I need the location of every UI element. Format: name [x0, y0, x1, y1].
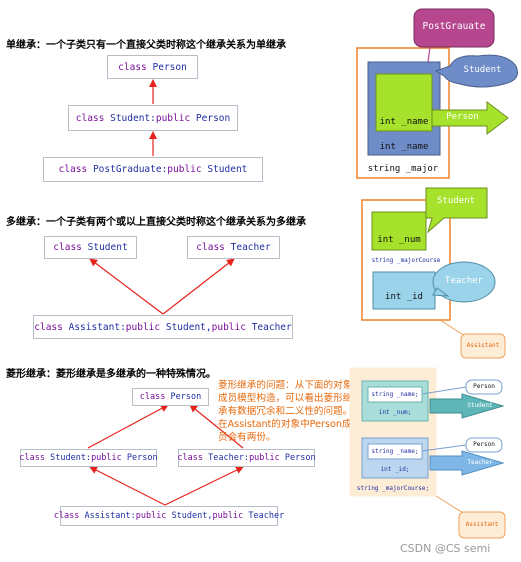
mem3-student-callout: Student: [467, 402, 493, 409]
multi-class-student-box: class Student: [44, 236, 137, 259]
multi-class-teacher-box: class Teacher: [187, 236, 280, 259]
watermark: CSDN @CS semi: [400, 542, 491, 555]
mem3-teacher-callout: Teacher: [467, 459, 493, 466]
person-arrow-label: Person: [446, 112, 479, 122]
mem3-major-course: string _majorCourse;: [356, 485, 430, 492]
arrow-assistant-to-teacher-d: [164, 466, 244, 506]
arrow-assistant-to-student: [89, 258, 164, 315]
arrow-student-to-person-d: [87, 404, 169, 449]
class-person-box: class Person: [107, 55, 198, 79]
mem3-int-num: int _num;: [378, 409, 412, 416]
arrow-assistant-to-student-d: [89, 466, 166, 506]
mem2-int-num: int _num: [377, 235, 421, 245]
diamond-problem-note: 菱形继承的问题：从下面的对象成员模型构造，可以看出菱形继承有数据冗余和二义性的问…: [218, 380, 353, 443]
postgrauate-tag-label: PostGrauate: [422, 21, 486, 32]
multi-class-assistant-box: class Assistant:public Student,public Te…: [33, 315, 293, 339]
mem1-int-name-1: int _name: [379, 117, 429, 127]
mem3-assistant-tag: Assistant: [465, 521, 499, 528]
arrow-assistant-to-teacher: [162, 258, 235, 315]
mem3-string-name-2: string _name;: [371, 448, 419, 455]
mem2-int-id: int _id: [385, 292, 423, 302]
heading-single-inheritance: 单继承：一个子类只有一个直接父类时称这个继承关系为单继承: [6, 40, 286, 51]
student-callout-label: Student: [463, 65, 502, 75]
mem2-student-callout: Student: [437, 196, 475, 206]
mem3-person-callout-1: Person: [473, 383, 495, 390]
mem1-string-major: string _major: [367, 164, 439, 174]
mem2-teacher-callout: Teacher: [445, 276, 483, 286]
diamond-class-student-box: class Student:public Person: [19, 449, 158, 467]
diamond-class-person-box: class Person: [132, 388, 209, 406]
arrow-teacher-to-person-d: [189, 404, 244, 449]
mem3-int-id: int _id;: [380, 466, 410, 473]
mem3-string-name-1: string _name;: [371, 391, 419, 398]
diamond-class-assistant-box: class Assistant:public Student,public Te…: [54, 506, 284, 526]
class-student-box: class Student:public Person: [68, 105, 238, 131]
mem1-int-name-2: int _name: [379, 142, 429, 152]
mem2-major-course: string _majorCourse: [371, 257, 441, 264]
heading-multiple-inheritance: 多继承：一个子类有两个或以上直接父类时称这个继承关系为多继承: [6, 217, 306, 228]
class-postgraduate-box: class PostGraduate:public Student: [43, 157, 263, 182]
mem3-person-callout-2: Person: [473, 441, 495, 448]
mem2-assistant-tag: Assistant: [466, 342, 500, 349]
heading-diamond-inheritance: 菱形继承：菱形继承是多继承的一种特殊情况。: [6, 369, 216, 380]
diamond-class-teacher-box: class Teacher:public Person: [177, 449, 316, 467]
